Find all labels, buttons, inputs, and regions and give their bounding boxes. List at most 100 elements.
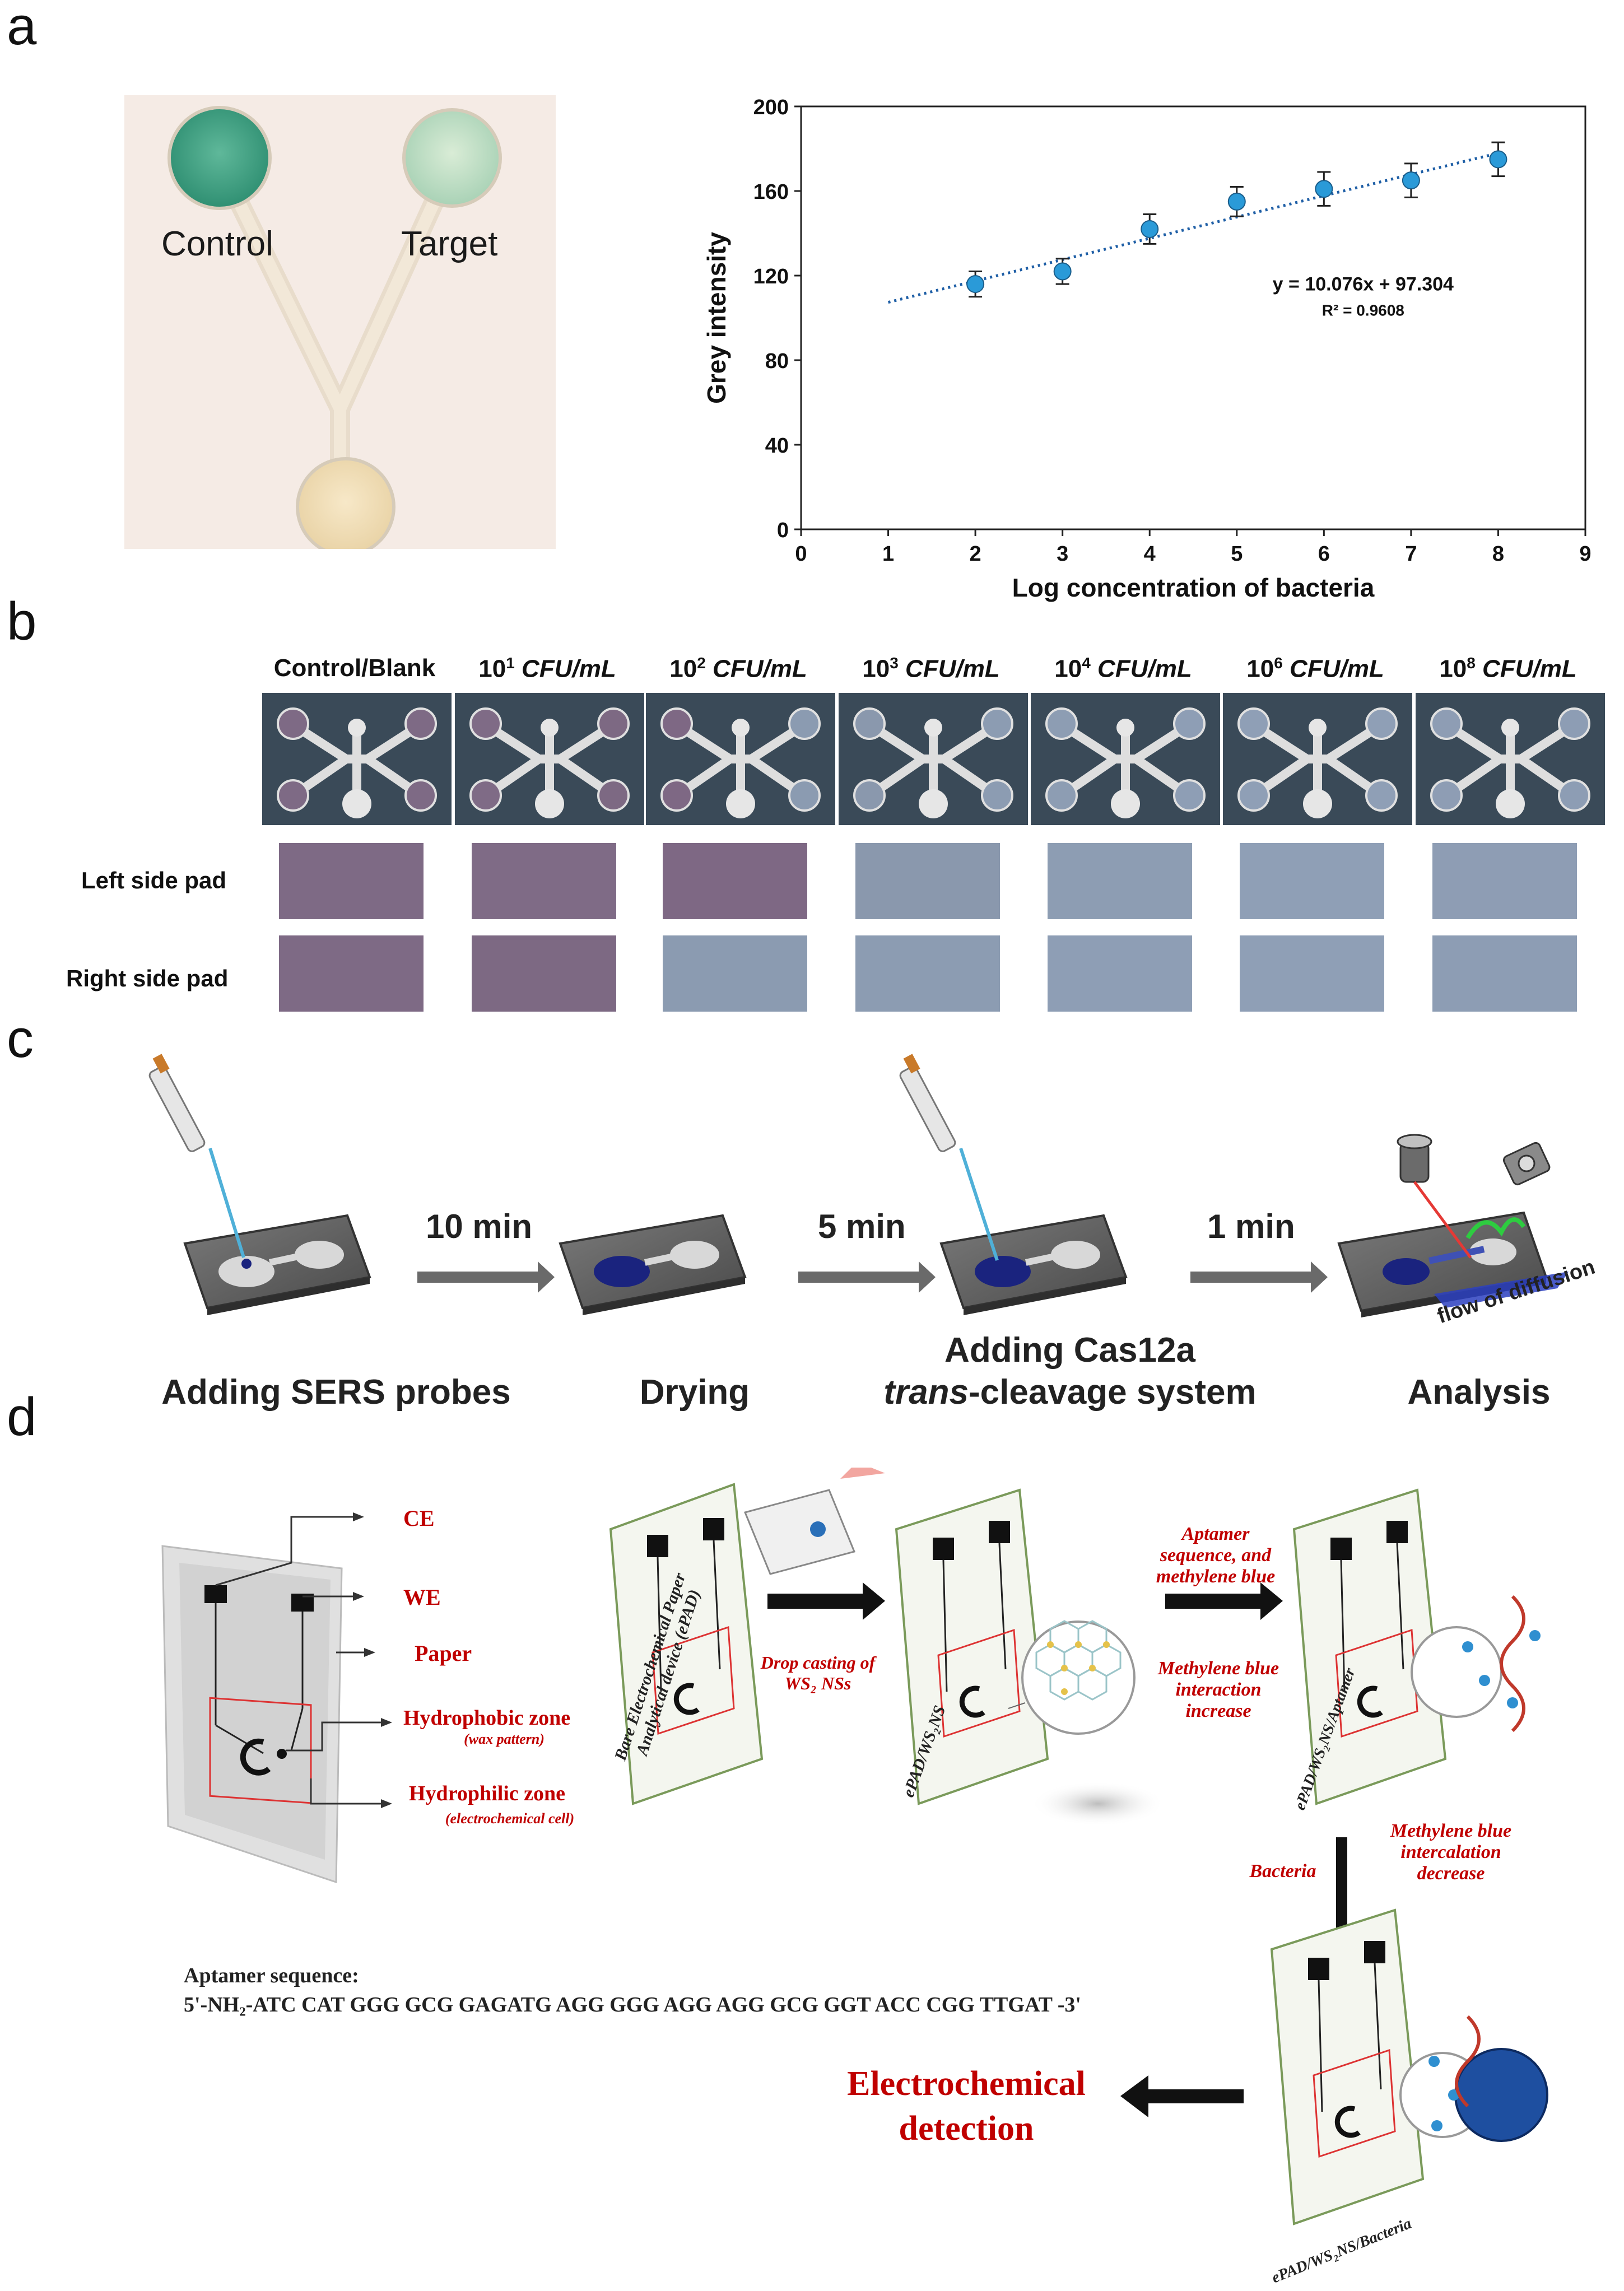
column-header: 103 CFU/mL — [862, 654, 1000, 683]
data-point — [1141, 220, 1159, 238]
y-device-illustration — [124, 95, 556, 557]
step-analysis: Analysis — [1407, 1373, 1551, 1412]
paper-device-image — [839, 693, 1028, 825]
drop-casting-sketch — [743, 1468, 885, 1575]
y-shaped-paper-device-photo: Control Target — [124, 95, 556, 557]
target-label: Target — [401, 225, 498, 263]
x-tick-label: 5 — [1231, 542, 1243, 566]
mb-decrease-caption: Methylene blue intercalation decrease — [1390, 1820, 1512, 1884]
column-header: 106 CFU/mL — [1246, 654, 1384, 683]
sers-device-1 — [183, 1214, 371, 1315]
x-tick-label: 6 — [1318, 542, 1330, 566]
y-tick-label: 80 — [765, 350, 789, 373]
bacteria-caption: Bacteria — [1249, 1861, 1316, 1882]
trans-italic: trans — [883, 1373, 969, 1412]
paper-device-image — [1223, 693, 1412, 825]
panel-d-epad-diagram — [161, 1468, 1548, 2225]
bare-epad-device — [609, 1483, 764, 1805]
cas12a-device — [899, 1054, 1128, 1315]
label-paper: Paper — [415, 1641, 472, 1666]
mb-increase-caption: Methylene blue interaction increase — [1157, 1658, 1279, 1721]
legend-device — [161, 1512, 392, 1884]
arrow-3 — [1190, 1261, 1328, 1293]
y-tick-label: 160 — [753, 180, 789, 204]
trans-cleavage-rest: -cleavage system — [969, 1373, 1257, 1412]
time-1-min: 1 min — [1207, 1208, 1295, 1245]
y-tick-label: 40 — [765, 434, 789, 458]
right-pad-crop — [663, 935, 807, 1012]
label-wax-pattern: (wax pattern) — [464, 1731, 545, 1747]
label-we: WE — [403, 1585, 441, 1610]
left-pad-crop — [1048, 843, 1192, 919]
label-hydrophilic: Hydrophilic zone — [409, 1782, 566, 1805]
panel-label-d: d — [7, 1387, 37, 1447]
arrow-bacteria — [1322, 1837, 1361, 1972]
step-trans-cleavage: trans-cleavage system — [874, 1372, 1266, 1412]
analysis-device — [1337, 1134, 1569, 1317]
x-tick-label: 0 — [795, 542, 807, 566]
step-drying: Drying — [639, 1373, 750, 1412]
epad-ws2ns-bacteria-device — [1270, 1908, 1548, 2225]
data-point — [1489, 150, 1507, 169]
drop-casting-caption: Drop casting of WS₂ NSs — [760, 1652, 876, 1693]
x-tick-label: 8 — [1492, 542, 1504, 566]
right-pad-crop — [1432, 935, 1577, 1012]
right-pad-crop — [1048, 935, 1192, 1012]
right-pad-crop — [1240, 935, 1384, 1012]
control-label: Control — [161, 225, 273, 263]
plot-frame — [800, 105, 1586, 530]
aptamer-sequence-title: Aptamer sequence: — [184, 1964, 359, 1987]
panel-c-workflow-diagram — [148, 1054, 1569, 1317]
label-hydrophobic: Hydrophobic zone — [403, 1706, 571, 1730]
epad-ws2ns-aptamer-device — [1292, 1488, 1541, 1805]
label-electrochemical-cell: (electrochemical cell) — [445, 1810, 575, 1827]
step-adding-sers-probes: Adding SERS probes — [161, 1373, 511, 1412]
left-pad-crop — [663, 843, 807, 919]
data-point — [1315, 180, 1333, 198]
right-pad-crop — [855, 935, 1000, 1012]
paper-device-image — [646, 693, 835, 825]
paper-device-image — [262, 693, 452, 825]
epad-ws2ns-device — [895, 1488, 1165, 1826]
x-tick-label: 3 — [1057, 542, 1068, 566]
x-axis-label: Log concentration of bacteria — [1012, 573, 1375, 602]
time-5-min: 5 min — [818, 1208, 906, 1245]
arrow-1 — [417, 1261, 555, 1293]
panel-label-b: b — [7, 592, 37, 651]
data-point — [1053, 262, 1072, 281]
label-ce: CE — [403, 1506, 435, 1531]
left-pad-crop — [279, 843, 424, 919]
x-tick-label: 1 — [882, 542, 894, 566]
column-header: 101 CFU/mL — [478, 654, 616, 683]
step-adding-cas12a: Adding Cas12a — [944, 1331, 1195, 1370]
panel-label-a: a — [7, 0, 37, 56]
dried-device — [559, 1214, 747, 1315]
r-squared: R² = 0.9608 — [1322, 302, 1404, 319]
x-tick-label: 7 — [1405, 542, 1417, 566]
paper-device-image — [1031, 693, 1220, 825]
aptamer-mb-caption: Aptamer sequence, and methylene blue — [1156, 1524, 1276, 1587]
x-tick-label: 4 — [1144, 542, 1156, 566]
pipette-1 — [148, 1054, 245, 1258]
y-tick-label: 120 — [753, 265, 789, 288]
x-tick-label: 9 — [1579, 542, 1591, 566]
data-point — [1402, 171, 1420, 190]
paper-device-image — [1416, 693, 1605, 825]
x-tick-label: 2 — [970, 542, 981, 566]
row-label-right-pad: Right side pad — [66, 965, 229, 991]
left-pad-crop — [472, 843, 616, 919]
arrow-aptamer — [1165, 1582, 1283, 1620]
column-header: 102 CFU/mL — [669, 654, 807, 683]
column-header: 108 CFU/mL — [1439, 654, 1577, 683]
paper-device-image — [455, 693, 644, 825]
detection-line-2: detection — [899, 2110, 1034, 2148]
left-pad-crop — [1240, 843, 1384, 919]
right-pad-crop — [472, 935, 616, 1012]
regression-equation: y = 10.076x + 97.304 — [1273, 273, 1454, 295]
left-pad-crop — [855, 843, 1000, 919]
panel-label-c: c — [7, 1009, 34, 1069]
y-axis-label: Grey intensity — [702, 232, 731, 404]
column-header: Control/Blank — [273, 654, 436, 682]
right-pad-crop — [279, 935, 424, 1012]
left-pad-crop — [1432, 843, 1577, 919]
